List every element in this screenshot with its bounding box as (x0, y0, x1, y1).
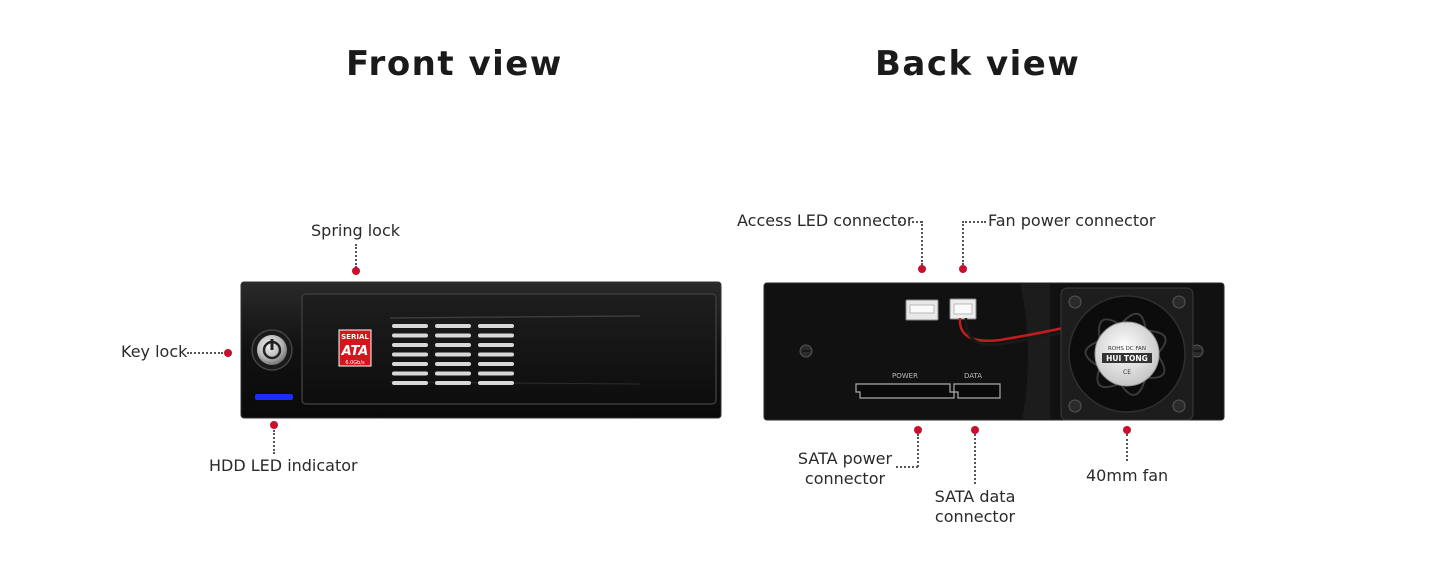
marker-dot (270, 421, 278, 429)
label-40mm-fan: 40mm fan (1086, 466, 1169, 485)
fan-blade (1145, 329, 1167, 355)
fan-blade (1096, 366, 1121, 388)
vent-slot (478, 324, 514, 328)
drive-tray (301, 293, 717, 405)
sata-data-connector (953, 383, 1001, 399)
marker-dot (352, 267, 360, 275)
label-sata-data-connector: SATA data connector (925, 487, 1025, 527)
hdd-led-indicator (255, 394, 293, 400)
front-device: SERIAL ATA 6.0Gb/s (240, 281, 722, 419)
leader-line (187, 352, 223, 354)
marker-dot (918, 265, 926, 273)
vent-slot (478, 371, 514, 376)
vent-slot (435, 343, 471, 347)
vent-slot (392, 333, 428, 338)
badge-ata: ATA (341, 344, 369, 359)
fan-icon: ROHS DC FAN HUI TONG CE (1060, 287, 1194, 421)
screw-icon (799, 344, 813, 358)
vent-slot (435, 362, 471, 366)
marker-dot (914, 426, 922, 434)
fan-blade (1098, 318, 1121, 342)
vent-slot (392, 362, 428, 366)
vent-slot (478, 333, 514, 338)
label-line: SATA data (934, 487, 1016, 506)
vent-slot (478, 343, 514, 347)
vent-slot (435, 371, 471, 376)
leader-line (899, 221, 922, 223)
power-port-label: POWER (892, 372, 918, 380)
label-hdd-led: HDD LED indicator (209, 456, 358, 475)
label-fan-power-connector: Fan power connector (988, 211, 1156, 230)
leader-line (962, 221, 964, 265)
fan-rohs: ROHS DC FAN (1108, 346, 1146, 352)
leader-line (273, 430, 275, 454)
leader-line (921, 221, 923, 265)
label-line: connector (934, 507, 1016, 526)
leader-line (1126, 434, 1128, 461)
leader-line (896, 466, 918, 468)
fan-blade (1119, 377, 1147, 396)
fan-power-connector (949, 298, 977, 320)
fan-blade (1145, 353, 1166, 379)
key-lock-icon (251, 329, 293, 371)
sata-badge: SERIAL ATA 6.0Gb/s (338, 329, 372, 367)
vent-slot (435, 333, 471, 338)
sata-power-connector (855, 383, 955, 399)
vent-slot (478, 352, 514, 357)
marker-dot (224, 349, 232, 357)
vent-slot (435, 381, 471, 385)
vent-slot (392, 352, 428, 357)
label-key-lock: Key lock (121, 342, 188, 361)
front-vents (392, 324, 514, 385)
badge-speed: 6.0Gb/s (345, 360, 365, 366)
fan-blade (1119, 312, 1147, 331)
back-device: POWER DATA ROHS DC FAN HUI TONG CE (763, 282, 1225, 421)
data-port-label: DATA (964, 372, 982, 380)
fan-blade (1084, 339, 1101, 368)
label-line: SATA power (797, 449, 893, 468)
fan-brand: HUI TONG (1106, 354, 1148, 363)
leader-line (355, 244, 357, 268)
leader-line (962, 221, 986, 223)
front-view-title: Front view (346, 44, 563, 84)
label-spring-lock: Spring lock (311, 221, 401, 240)
label-sata-power-connector: SATA power connector (795, 449, 895, 489)
marker-dot (971, 426, 979, 434)
leader-line (917, 434, 919, 467)
vent-slot (478, 381, 514, 385)
leader-line (974, 434, 976, 484)
vent-slot (392, 343, 428, 347)
vent-slot (392, 324, 428, 328)
label-access-led-connector: Access LED connector (737, 211, 914, 230)
vent-slot (478, 362, 514, 366)
fan-ce: CE (1123, 369, 1131, 376)
badge-serial: SERIAL (341, 333, 369, 341)
back-view-title: Back view (875, 44, 1081, 84)
label-line: connector (804, 469, 886, 488)
marker-dot (959, 265, 967, 273)
marker-dot (1123, 426, 1131, 434)
vent-slot (435, 352, 471, 357)
vent-slot (392, 381, 428, 385)
vent-slot (392, 371, 428, 376)
vent-slot (435, 324, 471, 328)
access-led-connector (905, 299, 939, 321)
